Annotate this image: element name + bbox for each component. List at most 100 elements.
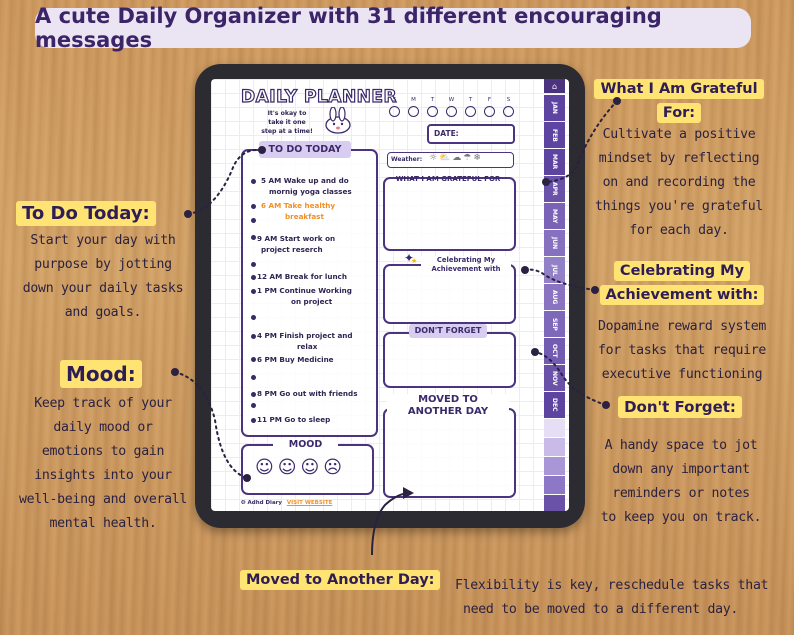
- task-bullet: [251, 357, 256, 362]
- month-tab[interactable]: AUG: [544, 284, 565, 310]
- month-tab[interactable]: FEB: [544, 122, 565, 148]
- weekday-circle[interactable]: [503, 106, 514, 117]
- task-bullet: [251, 289, 256, 294]
- weekday-circle[interactable]: [484, 106, 495, 117]
- moved-box[interactable]: [383, 408, 516, 498]
- weekday-circle[interactable]: [465, 106, 476, 117]
- weekday-item[interactable]: F: [484, 97, 495, 117]
- desc-line: Flexibility is key, reschedule tasks tha…: [455, 578, 769, 593]
- very-happy-face-icon[interactable]: ☺: [255, 457, 278, 478]
- weekday-circle[interactable]: [389, 106, 400, 117]
- mood-annotation-heading: Mood:: [60, 360, 142, 388]
- month-tab[interactable]: MAR: [544, 149, 565, 175]
- task-bullet: [251, 392, 256, 397]
- weekday-item[interactable]: S: [503, 97, 514, 117]
- grateful-heading: WHAT I AM GRATEFUL FOR: [395, 175, 501, 183]
- sun-icon[interactable]: ☼: [429, 153, 440, 163]
- dont-forget-box[interactable]: [383, 332, 516, 388]
- home-icon[interactable]: ⌂: [544, 79, 565, 93]
- rain-icon[interactable]: ☂: [463, 153, 474, 163]
- desc-line: reminders or notes: [612, 486, 750, 501]
- cloud-icon[interactable]: ☁: [452, 153, 464, 163]
- weekday-item[interactable]: T: [427, 97, 438, 117]
- desc-line: to keep you on track.: [600, 510, 762, 525]
- task-line: 4 PM Finish project and: [257, 331, 353, 340]
- month-tab[interactable]: OCT: [544, 338, 565, 364]
- month-tab[interactable]: JAN: [544, 95, 565, 121]
- task-bullet: [251, 375, 256, 380]
- snow-icon[interactable]: ❄: [473, 153, 483, 163]
- desc-line: well-being and overall: [18, 492, 188, 507]
- weekday-circle[interactable]: [446, 106, 457, 117]
- task-item[interactable]: 1 PM Continue Working on project: [257, 285, 352, 307]
- footer-brand: Adhd Diary: [247, 500, 282, 506]
- task-item[interactable]: 8 PM Go out with friends: [257, 388, 357, 399]
- task-line: mornig yoga classes: [269, 187, 352, 196]
- task-item[interactable]: 6 PM Buy Medicine: [257, 354, 334, 365]
- task-line: on project: [291, 297, 333, 306]
- task-line: 5 AM Wake up and do: [261, 176, 349, 185]
- dontforget-heading-text: Don't Forget:: [618, 396, 742, 418]
- extra-tab[interactable]: [544, 438, 565, 456]
- date-label: DATE:: [434, 129, 459, 138]
- moved-heading-line: ANOTHER DAY: [407, 406, 489, 417]
- task-line: project reserch: [261, 245, 323, 254]
- month-tab[interactable]: JUN: [544, 230, 565, 256]
- weekday-item[interactable]: T: [465, 97, 476, 117]
- task-bullet: [251, 418, 256, 423]
- desc-line: need to be moved to a different day.: [463, 602, 739, 617]
- desc-line: Start your day with: [30, 233, 176, 248]
- dontforget-annotation-heading: Don't Forget:: [610, 396, 750, 418]
- desc-line: for tasks that require: [597, 343, 767, 358]
- desc-line: Cultivate a positive: [602, 127, 756, 142]
- month-tab[interactable]: JUL: [544, 257, 565, 283]
- task-item[interactable]: 5 AM Wake up and do mornig yoga classes: [261, 175, 352, 197]
- date-field[interactable]: DATE:: [427, 124, 515, 144]
- task-line: breakfast: [285, 212, 324, 221]
- task-item[interactable]: 4 PM Finish project and relax: [257, 330, 353, 352]
- extra-tab[interactable]: [544, 476, 565, 494]
- neutral-face-icon[interactable]: ☺: [300, 457, 324, 478]
- extra-tab[interactable]: [544, 495, 565, 511]
- task-line: relax: [297, 342, 318, 351]
- moved-heading-text: Moved to Another Day:: [240, 570, 441, 590]
- task-item[interactable]: 11 PM Go to sleep: [257, 414, 330, 425]
- weekday-item[interactable]: M: [408, 97, 419, 117]
- desc-line: mental health.: [49, 516, 157, 531]
- grateful-box[interactable]: [383, 177, 516, 251]
- sad-face-icon[interactable]: ☹: [323, 457, 347, 478]
- month-tab[interactable]: DEC: [544, 392, 565, 418]
- task-item[interactable]: 12 AM Break for lunch: [257, 271, 347, 282]
- desc-line: A handy space to jot: [604, 438, 758, 453]
- month-tab[interactable]: NOV: [544, 365, 565, 391]
- sparkle-icon: ✦: [404, 251, 415, 265]
- banner-title: A cute Daily Organizer with 31 different…: [35, 4, 751, 52]
- weekday-item[interactable]: S: [389, 97, 400, 117]
- grateful-heading-line: What I Am Grateful: [594, 79, 764, 99]
- todo-box[interactable]: [241, 149, 378, 437]
- visit-website-link[interactable]: VISIT WEBSITE: [286, 500, 333, 506]
- desc-line: daily mood or: [53, 420, 153, 435]
- weekday-selector: S M T W T F S: [389, 97, 514, 117]
- footer: ❂ Adhd Diary VISIT WEBSITE: [241, 500, 332, 506]
- month-tab[interactable]: APR: [544, 176, 565, 202]
- weather-label: Weather:: [391, 156, 423, 163]
- weekday-circle[interactable]: [427, 106, 438, 117]
- bunny-illustration: [325, 107, 351, 134]
- planner-title: DAILY PLANNER: [240, 86, 398, 107]
- month-tab[interactable]: MAY: [544, 203, 565, 229]
- task-line: 1 PM Continue Working: [257, 286, 352, 295]
- task-line: 6 PM Buy Medicine: [257, 355, 334, 364]
- desc-line: insights into your: [34, 468, 172, 483]
- extra-tab[interactable]: [544, 457, 565, 475]
- month-tab[interactable]: SEP: [544, 311, 565, 337]
- encouraging-message: It's okay to take it one step at a time!: [257, 109, 317, 136]
- weekday-circle[interactable]: [408, 106, 419, 117]
- weekday-item[interactable]: W: [446, 97, 457, 117]
- celebrating-annotation-heading: Celebrating My Achievement with:: [594, 259, 770, 307]
- extra-tab[interactable]: [544, 419, 565, 437]
- partly-cloudy-icon[interactable]: ⛅: [439, 153, 453, 163]
- happy-face-icon[interactable]: ☺: [277, 457, 301, 478]
